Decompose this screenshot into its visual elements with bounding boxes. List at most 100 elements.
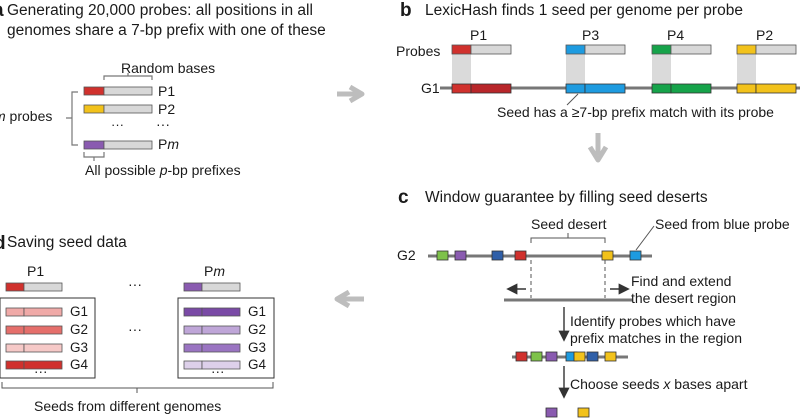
left-g1-a	[5, 307, 25, 317]
choose-seeds-label: Choose seeds x bases apart	[570, 376, 748, 392]
right-g3-b	[201, 343, 241, 353]
left-g3-a	[5, 343, 25, 353]
panel-b-graphics	[440, 44, 800, 106]
panel-d-title: Saving seed data	[7, 234, 127, 251]
arrow-b-to-c	[587, 133, 609, 163]
random-bases-label: Random bases	[121, 60, 216, 76]
right-g4-a	[183, 360, 203, 370]
identify-line2: prefix matches in the region	[570, 330, 742, 346]
r-seed-navy	[586, 351, 599, 362]
right-g1: G1	[248, 304, 267, 319]
probe-label-p2: P2	[158, 101, 176, 117]
probe-p1-body	[103, 86, 153, 96]
panel-a-probes: ···	[66, 73, 153, 161]
right-g3-a	[183, 343, 203, 353]
g1-seed-yellow-a	[736, 83, 757, 94]
b-probe-p2-body	[755, 44, 797, 55]
g2-seed-blue	[629, 250, 642, 261]
genome-g2-label: G2	[397, 247, 416, 263]
probe-dots-a: ···	[111, 117, 124, 132]
panel-b-title: LexicHash finds 1 seed per genome per pr…	[425, 2, 743, 19]
panel-d-graphics	[0, 282, 275, 393]
probe-name-p3: P3	[582, 27, 600, 43]
right-g4: G4	[248, 357, 267, 372]
m-probes-text: probes	[5, 108, 53, 124]
b-probe-p4-body	[670, 44, 712, 55]
probes-row-label: Probes	[396, 43, 441, 59]
left-g4: G4	[70, 357, 89, 372]
left-g4-a	[5, 360, 25, 370]
probe-pm-body	[103, 140, 153, 150]
seed-from-blue-label: Seed from blue probe	[655, 216, 790, 232]
g1-seed-green-a	[651, 83, 672, 94]
match-shade-p2	[737, 54, 756, 84]
b-probe-p1-body	[470, 44, 512, 55]
r-seed-purple	[545, 351, 558, 362]
r-seed-yellow-1	[573, 351, 586, 362]
probe-label-p1: P1	[158, 83, 176, 99]
genome-g1-label: G1	[421, 80, 440, 96]
seed-desert-label: Seed desert	[531, 216, 607, 232]
prefixes-label: All possible p-bp prefixes	[85, 162, 241, 178]
left-g2: G2	[70, 322, 89, 337]
probe-name-p4: P4	[667, 27, 685, 43]
probe-p2-body	[103, 104, 153, 114]
panel-b-caption: Seed has a ≥7-bp prefix match with its p…	[497, 104, 774, 120]
random-bases-bracket	[103, 73, 153, 80]
g2-seed-yellow-1	[601, 250, 614, 261]
find-extend-line1: Find and extend	[631, 273, 732, 289]
right-seed-box	[177, 297, 275, 379]
match-shade-p1	[452, 54, 471, 84]
panel-c-graphics	[428, 225, 655, 418]
b-probe-p1-prefix	[451, 44, 472, 55]
probe-label-pm: Pm	[158, 136, 180, 152]
right-g3: G3	[248, 340, 267, 355]
d-probe-p1-body	[23, 282, 63, 292]
left-g4-b	[23, 360, 63, 370]
right-g2-a	[183, 325, 203, 335]
b-probe-p3-body	[584, 44, 626, 55]
panel-c-letter: c	[398, 187, 409, 208]
probe-name-p1: P1	[470, 27, 488, 43]
prefix-bracket	[83, 152, 105, 161]
right-g2: G2	[248, 322, 267, 337]
panel-d-probe-p1: P1	[27, 263, 45, 279]
left-g3-b	[23, 343, 63, 353]
d-probe-pm-prefix	[183, 282, 203, 292]
match-shade-p3	[566, 54, 585, 84]
probe-pm-prefix	[83, 140, 105, 150]
identify-line1: Identify probes which have	[570, 313, 736, 329]
g2-seed-purple	[454, 250, 467, 261]
d-probe-p1-prefix	[5, 282, 25, 292]
chosen-seed-yellow	[577, 407, 590, 418]
panel-a-letter: a	[0, 0, 4, 22]
m-probes-label: m probes	[0, 108, 52, 124]
chosen-seed-purple	[545, 407, 558, 418]
left-g1: G1	[70, 304, 89, 319]
left-g3: G3	[70, 340, 89, 355]
probe-label-dots-a: ···	[156, 116, 170, 132]
r-seed-yellow-2	[604, 351, 617, 362]
b-probe-p2-prefix	[736, 44, 757, 55]
arrow-a-to-b	[337, 84, 365, 104]
panel-b-letter: b	[400, 0, 412, 21]
panel-a-title-line1: Generating 20,000 probes: all positions …	[7, 2, 313, 19]
right-g2-b	[201, 325, 241, 335]
g1-seed-yellow-b	[755, 83, 797, 94]
panel-d-dots-top: ···	[128, 276, 142, 292]
right-g4-b	[201, 360, 241, 370]
probe-name-p2: P2	[756, 27, 774, 43]
left-g2-a	[5, 325, 25, 335]
find-extend-line2: the desert region	[631, 290, 737, 306]
left-g1-b	[23, 307, 63, 317]
panel-d-letter: d	[0, 233, 6, 255]
panel-d-probe-pm: Pm	[204, 263, 226, 279]
g1-seed-red-a	[451, 83, 472, 94]
panel-a-title-line2: genomes share a 7-bp prefix with one of …	[7, 22, 326, 39]
right-g1-a	[183, 307, 203, 317]
arrow-c-to-d	[334, 289, 364, 309]
caption-pointer	[566, 93, 579, 106]
left-seed-box	[0, 297, 96, 379]
left-g2-b	[23, 325, 63, 335]
